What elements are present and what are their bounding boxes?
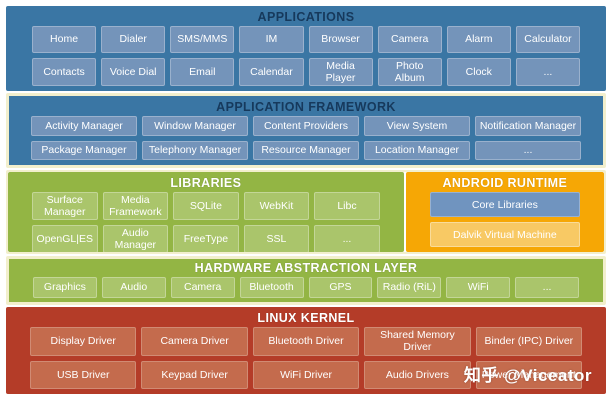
kernel-cell-wifi-driver: WiFi Driver [252,360,360,389]
framework-title: APPLICATION FRAMEWORK [216,100,396,114]
kernel-cell-bluetooth-driver: Bluetooth Driver [252,327,360,356]
app-cell-voice-dial: Voice Dial [101,57,166,86]
app-cell-email: Email [170,57,235,86]
app-cell-clock: Clock [446,57,511,86]
hal-cell-radio-ril: Radio (RiL) [377,277,442,298]
kernel-cell-shared-memory-driver: Shared Memory Driver [364,327,471,356]
library-cell-ssl: SSL [243,225,310,252]
kernel-cell-audio-drivers: Audio Drivers [364,360,471,389]
library-cell-freetype: FreeType [173,225,239,252]
runtime-cell-core-libraries: Core Libraries [429,192,580,217]
kernel-cell-display-driver: Display Driver [30,327,137,356]
hal-cell-gps: GPS [308,277,373,298]
library-cell-opengl-es: OpenGL|ES [32,225,98,252]
hal-cell-graphics: Graphics [33,277,97,298]
app-cell-media-player: Media Player [308,57,373,86]
library-cell-sqlite: SQLite [173,192,239,221]
libraries-title: LIBRARIES [170,176,242,190]
hal-title: HARDWARE ABSTRACTION LAYER [194,261,418,275]
applications-title: APPLICATIONS [257,10,355,24]
kernel-cell-usb-driver: USB Driver [30,360,137,389]
library-cell-more: ... [314,225,380,252]
library-cell-webkit: WebKit [243,192,310,221]
framework-cell-more: ... [475,140,581,160]
hal-cell-wifi: WiFi [446,277,511,298]
app-cell-photo-album: Photo Album [377,57,442,86]
library-cell-surface-manager: Surface Manager [32,192,98,221]
runtime-title: ANDROID RUNTIME [442,176,568,190]
framework-cell-package-manager: Package Manager [31,140,137,160]
hal-cell-bluetooth: Bluetooth [239,277,304,298]
kernel-title: LINUX KERNEL [257,311,355,325]
hal-cell-more: ... [515,277,579,298]
app-cell-alarm: Alarm [446,26,511,53]
library-cell-libc: Libc [314,192,380,221]
app-cell-camera: Camera [377,26,442,53]
kernel-cell-power-management: Power Management [475,360,583,389]
app-cell-more: ... [515,57,580,86]
framework-cell-window-manager: Window Manager [142,116,248,136]
app-cell-browser: Browser [308,26,373,53]
app-cell-calculator: Calculator [515,26,580,53]
app-cell-home: Home [32,26,97,53]
kernel-cell-binder-ipc-driver: Binder (IPC) Driver [475,327,583,356]
framework-cell-location-manager: Location Manager [364,140,470,160]
framework-cell-activity-manager: Activity Manager [31,116,137,136]
framework-cell-notification-manager: Notification Manager [475,116,581,136]
hal-cell-camera: Camera [170,277,235,298]
library-cell-media-framework: Media Framework [102,192,169,221]
runtime-cell-dalvik-virtual-machine: Dalvik Virtual Machine [429,222,580,247]
hal-cell-audio: Audio [101,277,166,298]
kernel-cell-camera-driver: Camera Driver [141,327,248,356]
framework-cell-telephony-manager: Telephony Manager [142,140,248,160]
app-cell-sms-mms: SMS/MMS [170,26,235,53]
app-cell-dialer: Dialer [101,26,166,53]
library-cell-audio-manager: Audio Manager [102,225,169,252]
framework-cell-content-providers: Content Providers [253,116,359,136]
framework-cell-view-system: View System [364,116,470,136]
section-android-runtime: ANDROID RUNTIME Core Libraries Dalvik Vi… [405,172,604,252]
kernel-cell-keypad-driver: Keypad Driver [141,360,248,389]
app-cell-calendar: Calendar [239,57,304,86]
app-cell-im: IM [239,26,304,53]
framework-cell-resource-manager: Resource Manager [253,140,359,160]
app-cell-contacts: Contacts [32,57,97,86]
